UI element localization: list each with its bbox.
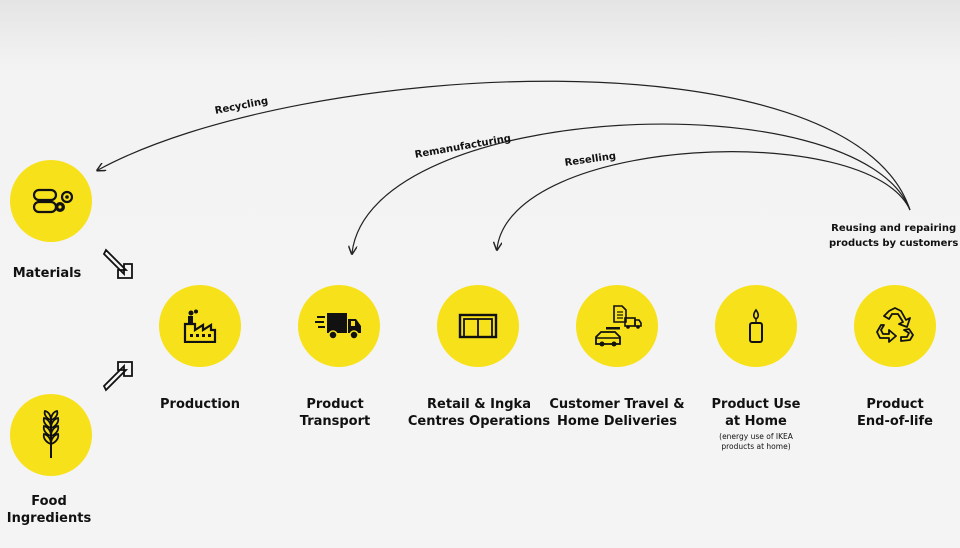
materials-icon [32,188,73,214]
retail-label: Retail & Ingka Centres Operations [407,397,551,429]
factory-icon [183,309,217,343]
recycling-arc [98,80,911,211]
use-note-2: products at home) [721,442,791,451]
remanufacturing-arc [352,123,911,253]
transport-node [298,285,380,367]
retail-node [437,285,519,367]
wheat-icon [42,410,60,458]
store-icon [458,313,498,339]
food-ingredients-label: Food Ingredients [6,494,92,526]
use-note: (energy use of IKEA [719,432,793,441]
food-ingredients-node [10,394,92,476]
travel-label: Customer Travel & Home Deliveries [549,397,685,429]
reselling-arc [497,151,911,249]
transport-label: Product Transport [299,397,371,429]
reuse-repair-label: Reusing and repairing products by custom… [829,223,959,249]
recycle-icon [876,307,914,343]
eol-node [854,285,936,367]
food-inflow-arrow [102,361,133,392]
travel-node [576,285,658,367]
candle-icon [749,308,763,343]
production-label: Production [160,397,240,412]
delivery-truck-icon [315,313,361,340]
production-node [159,285,241,367]
car-and-truck-icon [595,305,642,347]
use-node [715,285,797,367]
materials-inflow-arrow [102,248,133,279]
materials-label: Materials [12,266,82,281]
use-label: Product Use at Home (energy use of IKEA … [711,397,801,451]
eol-label: Product End-of-life [857,397,933,429]
materials-node [10,160,92,242]
